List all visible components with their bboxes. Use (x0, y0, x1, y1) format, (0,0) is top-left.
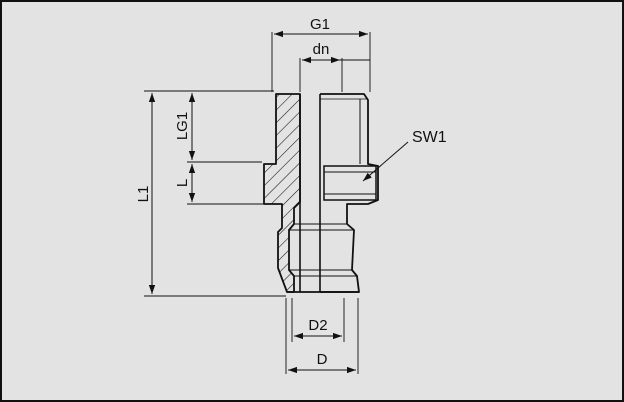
dimension-lines (148, 30, 370, 374)
label-l: L (174, 179, 191, 187)
fitting-outline-right (320, 93, 379, 293)
sw1-leader (362, 141, 409, 182)
label-dn: dn (313, 41, 330, 58)
label-d2: D2 (308, 317, 327, 334)
label-sw1: SW1 (412, 129, 447, 146)
hex-flat (323, 165, 377, 201)
barb-edges (289, 223, 357, 277)
extension-lines (144, 32, 371, 374)
label-l1: L1 (135, 186, 152, 203)
label-g1: G1 (310, 16, 330, 33)
hatched-section (263, 93, 301, 293)
label-d: D (317, 351, 328, 368)
bore-outline (299, 94, 321, 292)
label-lg1: LG1 (174, 112, 191, 140)
